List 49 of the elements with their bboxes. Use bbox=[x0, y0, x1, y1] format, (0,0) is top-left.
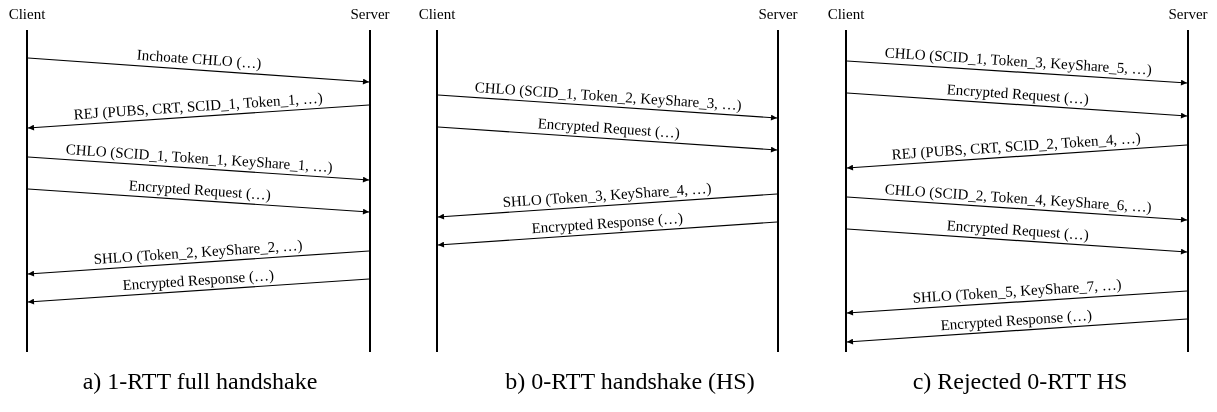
message-label: CHLO (SCID_2, Token_4, KeyShare_6, …) bbox=[883, 180, 1152, 216]
lifeline bbox=[1187, 30, 1189, 352]
message-arrow bbox=[846, 60, 1188, 86]
message-arrow bbox=[846, 290, 1188, 316]
message-label: SHLO (Token_2, KeyShare_2, …) bbox=[93, 236, 304, 268]
lifeline bbox=[369, 30, 371, 352]
message-arrow bbox=[846, 196, 1188, 223]
lifeline bbox=[26, 30, 28, 352]
lifeline bbox=[436, 30, 438, 352]
message-arrow bbox=[27, 250, 370, 277]
message-arrow bbox=[27, 57, 370, 85]
participant-name: Server bbox=[350, 6, 390, 23]
message-arrow bbox=[27, 156, 370, 183]
message-label: Encrypted Response (…) bbox=[121, 266, 274, 294]
panel-caption: b) 0-RTT handshake (HS) bbox=[505, 368, 755, 395]
message-arrow bbox=[27, 188, 370, 215]
participant-name: Server bbox=[1168, 6, 1208, 23]
message-label: Encrypted Request (…) bbox=[536, 114, 680, 142]
participant-name: Client bbox=[418, 6, 456, 23]
message-arrow bbox=[437, 126, 778, 153]
participant-name: Client bbox=[827, 6, 865, 23]
message-label: CHLO (SCID_1, Token_2, KeyShare_3, …) bbox=[474, 78, 743, 114]
message-arrow bbox=[27, 278, 370, 305]
message-label: CHLO (SCID_1, Token_3, KeyShare_5, …) bbox=[883, 44, 1152, 79]
message-label: REJ (PUBS, CRT, SCID_2, Token_4, …) bbox=[891, 129, 1142, 163]
message-arrow bbox=[27, 104, 370, 131]
lifeline bbox=[845, 30, 847, 352]
message-label: SHLO (Token_3, KeyShare_4, …) bbox=[502, 179, 713, 211]
message-arrow bbox=[437, 94, 778, 121]
message-label: CHLO (SCID_1, Token_1, KeyShare_1, …) bbox=[65, 140, 334, 176]
message-arrow bbox=[846, 228, 1188, 255]
message-arrow bbox=[437, 221, 778, 248]
message-arrow bbox=[437, 193, 778, 220]
message-arrow bbox=[846, 318, 1188, 345]
participant-name: Client bbox=[8, 6, 46, 23]
message-label: Encrypted Response (…) bbox=[940, 306, 1093, 334]
message-arrow bbox=[846, 92, 1188, 119]
participant-name: Server bbox=[758, 6, 798, 23]
message-label: Encrypted Response (…) bbox=[530, 209, 683, 237]
panel-caption: c) Rejected 0-RTT HS bbox=[912, 368, 1128, 395]
message-label: Encrypted Request (…) bbox=[946, 80, 1090, 108]
message-label: REJ (PUBS, CRT, SCID_1, Token_1, …) bbox=[72, 89, 323, 123]
panel-caption: a) 1-RTT full handshake bbox=[82, 368, 318, 395]
message-label: Encrypted Request (…) bbox=[946, 216, 1090, 244]
message-arrow bbox=[846, 144, 1188, 171]
message-label: SHLO (Token_5, KeyShare_7, …) bbox=[911, 276, 1122, 307]
message-label: Inchoate CHLO (…) bbox=[136, 46, 262, 73]
message-label: Encrypted Request (…) bbox=[127, 176, 271, 204]
lifeline bbox=[777, 30, 779, 352]
